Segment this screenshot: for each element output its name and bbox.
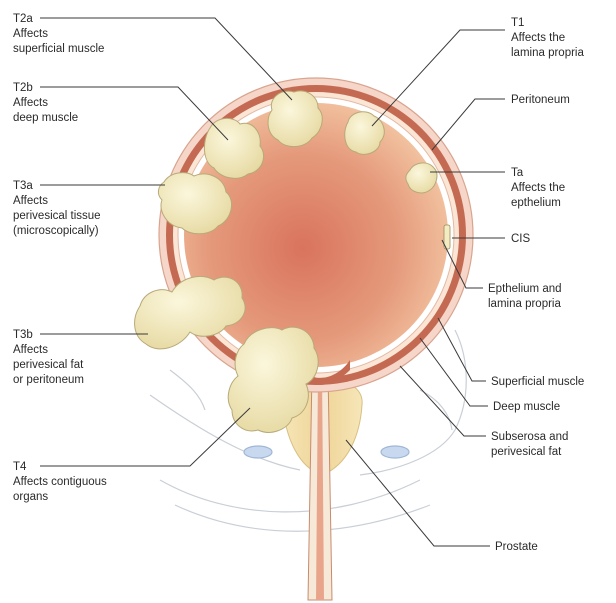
- leader-t2a: [40, 18, 292, 100]
- label-cis: CIS: [511, 233, 531, 245]
- label-ta: Ta Affects the epthelium: [511, 167, 568, 209]
- urethra: [308, 372, 332, 600]
- leader-prostate: [346, 440, 490, 546]
- label-subserosa: Subserosa and perivesical fat: [491, 431, 572, 458]
- label-t2a: T2a Affects superficial muscle: [13, 13, 104, 55]
- label-t1: T1 Affects the lamina propria: [511, 17, 584, 59]
- label-superficial-muscle: Superficial muscle: [491, 376, 584, 388]
- label-t3a: T3a Affects perivesical tissue (microsco…: [13, 180, 104, 237]
- leader-subserosa: [400, 366, 486, 436]
- label-deep-muscle: Deep muscle: [493, 401, 560, 413]
- label-t2b: T2b Affects deep muscle: [13, 82, 78, 124]
- label-t3b: T3b Affects perivesical fat or peritoneu…: [13, 329, 87, 386]
- label-prostate: Prostate: [495, 541, 538, 553]
- label-peritoneum: Peritoneum: [511, 94, 570, 106]
- label-epithelium: Epthelium and lamina propria: [488, 283, 565, 310]
- leader-t4: [40, 408, 250, 466]
- label-t4: T4 Affects contiguous organs: [13, 461, 110, 503]
- tumor-t1: [345, 112, 385, 155]
